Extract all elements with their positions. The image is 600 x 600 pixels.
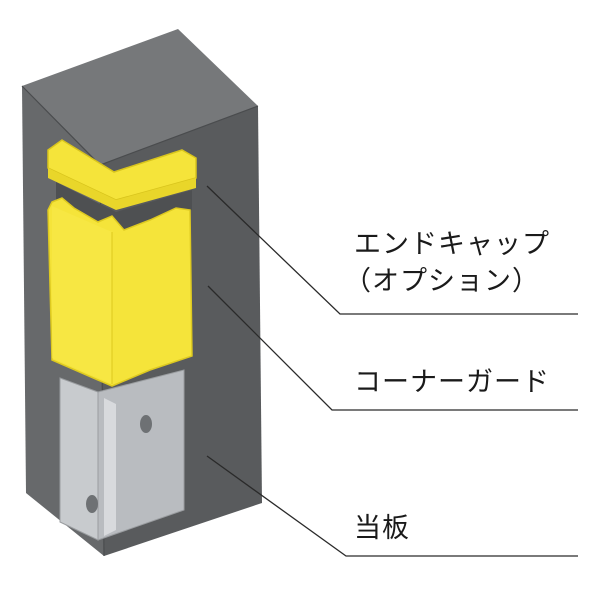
- label-backing-plate: 当板: [354, 513, 410, 544]
- backing-plate-side: [97, 369, 185, 541]
- label-corner-guard: コーナーガード: [354, 367, 550, 398]
- label-end-cap-line2: （オプション）: [344, 266, 540, 297]
- bolt-hole-lower: [86, 495, 98, 513]
- end-cap: [47, 139, 197, 210]
- bolt-hole-upper: [140, 415, 152, 433]
- corner-guard: [47, 197, 193, 387]
- leader-line-backing-plate: [206, 455, 578, 557]
- leader-line-end-cap: [206, 185, 578, 315]
- leader-lines: [206, 185, 578, 557]
- corner-guard-front-shade: [52, 206, 112, 384]
- label-end-cap-line1: エンドキャップ: [354, 229, 550, 260]
- backing-plate-front: [59, 377, 99, 541]
- backing-plate-inner-shade: [104, 398, 116, 536]
- end-cap-band: [48, 168, 196, 210]
- pillar-top-face: [22, 29, 258, 165]
- leader-line-corner-guard: [207, 285, 578, 411]
- backing-plate: [59, 369, 185, 541]
